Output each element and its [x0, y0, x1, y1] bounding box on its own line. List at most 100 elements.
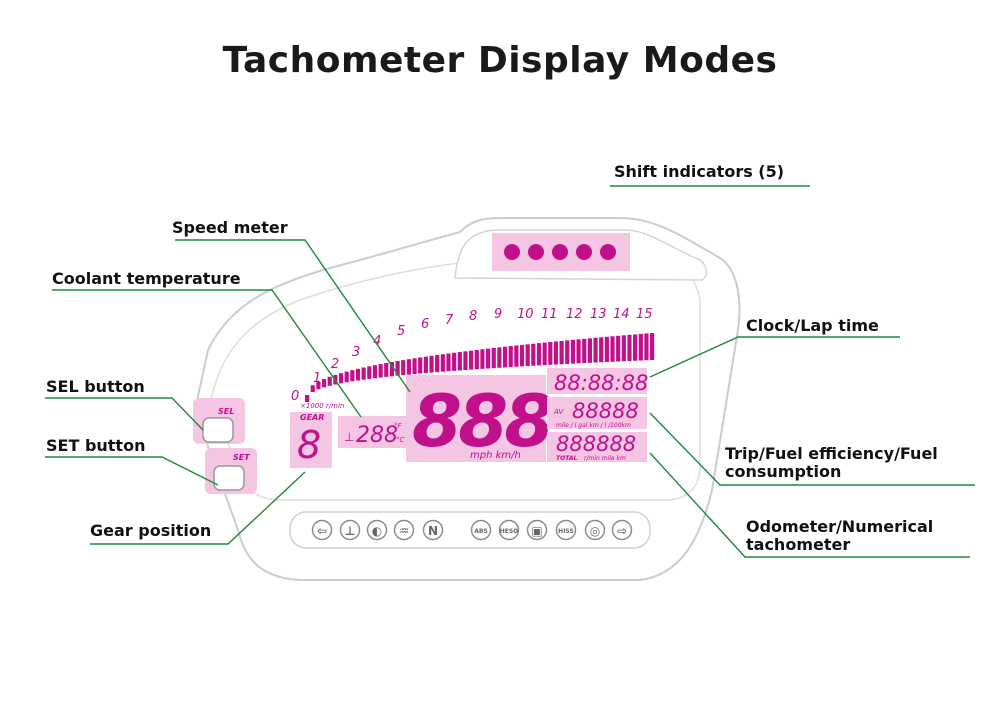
rpm-bar-segment — [644, 333, 649, 361]
trip-value: 88888 — [572, 399, 639, 423]
rpm-tick-label: 6 — [421, 317, 429, 332]
trip-unit: mile / l gal km / l /100km — [556, 422, 631, 429]
rpm-bar-segment — [401, 360, 406, 376]
rpm-bar-segment — [338, 373, 344, 384]
callout-trip-line1: Trip/Fuel efficiency/Fuel — [725, 444, 938, 463]
shift-light — [504, 244, 520, 260]
rpm-bar-segment — [485, 348, 491, 369]
rpm-bar-segment — [531, 343, 536, 366]
rpm-bar-segment — [418, 357, 423, 374]
rpm-bar-segment — [650, 333, 655, 360]
neutral-icon: N — [422, 519, 444, 541]
leader-lines — [45, 185, 975, 558]
rpm-tick-label: 8 — [469, 309, 477, 324]
callout-odo-line2: tachometer — [746, 535, 851, 554]
rpm-bar-segment — [305, 395, 310, 402]
engine-check-icon: ◎ — [584, 519, 606, 541]
rpm-bar-segment — [480, 349, 485, 369]
rpm-bar-segment — [350, 370, 355, 382]
rpm-bar-segment — [570, 339, 576, 364]
rpm-bar-segment — [638, 333, 643, 361]
rpm-bar-segment — [610, 336, 615, 362]
rpm-bar-segment — [361, 367, 366, 380]
rpm-bar-segment — [497, 347, 502, 368]
rpm-bar-segment — [519, 344, 525, 367]
sel-button-label: SEL — [218, 407, 234, 416]
leader-coolant — [52, 289, 362, 418]
svg-text:⇦: ⇦ — [317, 524, 327, 538]
fuel-icon: ▣ — [526, 519, 548, 541]
odometer-unit: r/min mile km — [584, 455, 626, 462]
set-button[interactable] — [213, 465, 245, 491]
rpm-bar-segment — [514, 345, 519, 367]
turn-left-icon: ⇦ — [311, 519, 333, 541]
rpm-bar-segment — [321, 379, 327, 388]
sel-button[interactable] — [202, 417, 234, 443]
rpm-bar-segment — [378, 364, 383, 378]
clock-value: 88:88:88 — [554, 371, 648, 395]
coolant-icon: ⊥ — [344, 430, 354, 444]
rpm-bar-segment — [553, 341, 559, 365]
rpm-tick-label: 10 — [517, 307, 534, 322]
rpm-bar-segment — [372, 365, 378, 379]
leader-trip — [649, 412, 975, 486]
rpm-tick-label: 9 — [494, 307, 502, 322]
svg-text:HESO: HESO — [500, 528, 519, 535]
rpm-bar-segment — [525, 344, 530, 367]
rpm-bar-segment — [621, 335, 626, 362]
rpm-bar-segment — [474, 349, 479, 370]
coolant-unit-c: °C — [396, 436, 405, 444]
callout-coolant-temperature: Coolant temperature — [52, 269, 241, 288]
callout-odometer: Odometer/Numerical tachometer — [746, 518, 933, 554]
rpm-bar-segment — [542, 342, 547, 366]
rpm-bar-segment — [502, 346, 508, 368]
rpm-unit-label: ×1000 r/min — [300, 402, 344, 410]
trip-tag: AV — [553, 408, 564, 416]
rpm-bar-segment — [457, 352, 462, 371]
rpm-bar-segment — [582, 338, 587, 364]
shift-light — [552, 244, 568, 260]
svg-text:ABS: ABS — [474, 528, 488, 535]
turn-right-icon: ⇨ — [611, 519, 633, 541]
speed-value: 888 — [412, 379, 552, 463]
rpm-bar-segment — [367, 366, 372, 379]
rpm-bar-segment — [463, 351, 468, 371]
clock-panel — [547, 368, 647, 394]
rpm-bar-segment — [491, 347, 496, 369]
rpm-tick-label: 11 — [541, 307, 558, 322]
coolant-panel — [338, 416, 406, 448]
callout-gear-position: Gear position — [90, 521, 212, 540]
rpm-bar-segment — [604, 336, 609, 363]
rpm-tick-label: 1 — [313, 371, 321, 386]
oil-pressure-icon: ♒ — [393, 519, 415, 541]
rpm-bar-segment — [440, 354, 445, 372]
coolant-warning-icon: ⊥ — [339, 519, 361, 541]
callout-odo-line1: Odometer/Numerical — [746, 517, 934, 536]
svg-text:⊥: ⊥ — [345, 524, 356, 538]
diagram-title: Tachometer Display Modes — [222, 40, 778, 81]
rpm-bar-segment — [536, 343, 542, 366]
callout-trip-line2: consumption — [725, 462, 842, 481]
svg-text:N: N — [428, 524, 438, 538]
rpm-tick-label: 0 — [291, 389, 299, 404]
gear-value: 8 — [297, 423, 321, 467]
rpm-bar-segment — [327, 376, 332, 386]
rpm-bar-segment — [559, 340, 564, 365]
odometer-tag: TOTAL — [556, 455, 577, 462]
rpm-tick-label: 15 — [636, 307, 653, 322]
callout-speed-meter: Speed meter — [172, 218, 288, 237]
rpm-bar-segment — [593, 337, 598, 363]
svg-text:▣: ▣ — [531, 524, 542, 538]
svg-text:◎: ◎ — [590, 524, 600, 538]
rpm-bar-segment — [412, 358, 417, 375]
odometer-value: 888888 — [556, 432, 636, 456]
gear-label: GEAR — [300, 413, 324, 422]
rpm-bar-segment — [355, 368, 361, 381]
rpm-bar-segment — [452, 352, 457, 371]
rpm-bar-segment — [395, 361, 400, 376]
leader-gear — [90, 471, 306, 545]
rpm-bar-segment — [344, 371, 349, 383]
rpm-bar-segment — [389, 362, 395, 377]
rpm-tick-label: 12 — [566, 307, 583, 322]
